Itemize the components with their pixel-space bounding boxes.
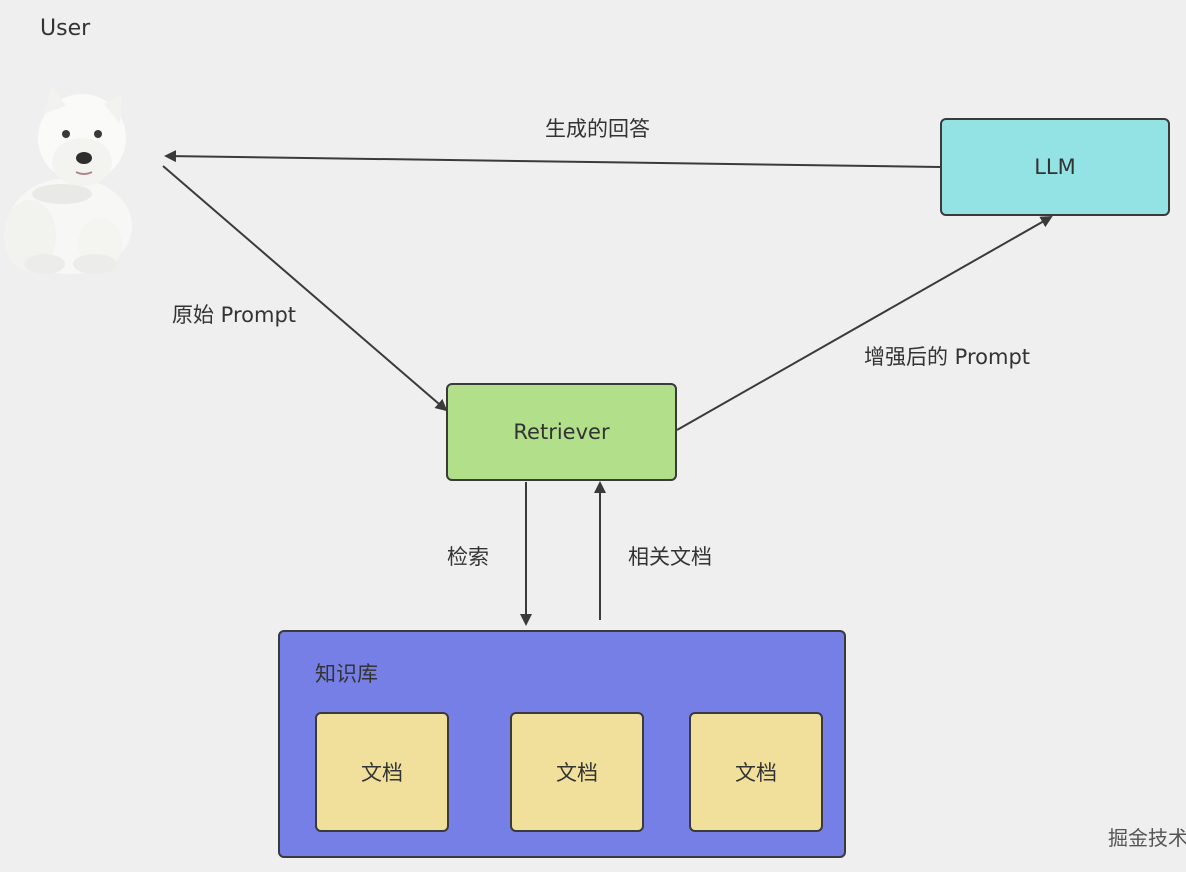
user-label: User	[40, 16, 91, 41]
document-node: 文档	[315, 712, 449, 832]
label-generated-answer: 生成的回答	[545, 117, 650, 141]
llm-node: LLM	[940, 118, 1170, 216]
label-related-docs: 相关文档	[628, 545, 712, 569]
watermark-clip: 掘金技术	[1108, 822, 1186, 852]
retriever-node: Retriever	[446, 383, 677, 481]
document-node: 文档	[510, 712, 644, 832]
document-node: 文档	[689, 712, 823, 832]
watermark: 掘金技术	[1108, 826, 1186, 850]
knowledge-base-label: 知识库	[315, 662, 378, 686]
label-augmented-prompt: 增强后的 Prompt	[864, 345, 1031, 369]
user-avatar	[0, 76, 160, 276]
label-original-prompt: 原始 Prompt	[172, 303, 297, 327]
arrow-answer-to-user	[164, 150, 941, 168]
arrow-prompt-to-retriever	[162, 165, 448, 412]
arrow-augmented-to-llm	[676, 216, 1053, 431]
knowledge-base-container: 知识库 文档 文档 文档	[278, 630, 846, 858]
label-retrieve: 检索	[447, 545, 489, 569]
